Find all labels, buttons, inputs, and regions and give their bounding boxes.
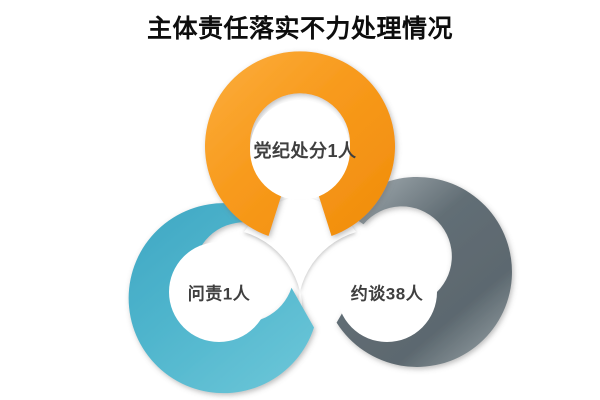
center-connector	[244, 196, 356, 330]
ring-segment-yuetan[interactable]	[336, 176, 512, 367]
ring-label-yuetan: 约谈38人	[350, 284, 424, 304]
ring-segment-wenze[interactable]	[128, 203, 314, 394]
ring-label-dangjichufen: 党纪处分1人	[253, 141, 357, 161]
page-title: 主体责任落实不力处理情况	[146, 15, 453, 43]
ring-segment-dangjichufen[interactable]	[205, 51, 395, 236]
ring-label-wenze: 问责1人	[187, 284, 251, 304]
